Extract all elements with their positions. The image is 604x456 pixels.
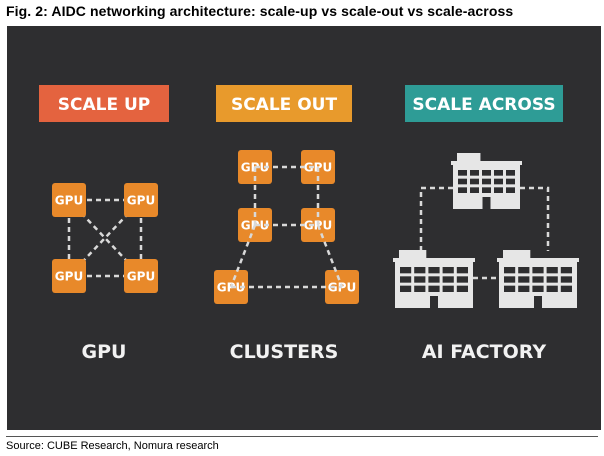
cluster-link (316, 224, 344, 288)
caption-clusters: CLUSTERS (230, 341, 339, 363)
gpu-chip-icon: GPU (124, 183, 158, 217)
building-link (419, 186, 453, 251)
building-link (520, 186, 550, 251)
footer-divider (6, 436, 598, 437)
badge-scale-across: SCALE ACROSS (405, 85, 563, 122)
badge-scale-up: SCALE UP (39, 85, 169, 122)
gpu-label: GPU (55, 270, 83, 284)
gpu-label: GPU (55, 194, 83, 208)
diagram-panel: SCALE UP SCALE OUT SCALE ACROSS GPU GPU GP… (7, 26, 601, 430)
gpu-chip-icon: GPU (52, 259, 86, 293)
gpu-chip-icon: GPU (124, 259, 158, 293)
badge-scale-up-label: SCALE UP (58, 95, 151, 115)
badge-scale-out-label: SCALE OUT (231, 95, 337, 115)
badge-scale-across-label: SCALE ACROSS (412, 95, 555, 115)
figure-title: Fig. 2: AIDC networking architecture: sc… (6, 3, 514, 19)
caption-gpu: GPU (82, 341, 127, 363)
gpu-chip-icon: GPU (52, 183, 86, 217)
cluster-link (229, 224, 257, 288)
source-note: Source: CUBE Research, Nomura research (6, 440, 219, 452)
gpu-label: GPU (127, 194, 155, 208)
building-network-links (419, 186, 550, 280)
badge-scale-out: SCALE OUT (216, 85, 352, 122)
building-icon (451, 153, 522, 209)
building-network-icon (393, 153, 579, 308)
gpu-cluster-icon (229, 165, 344, 289)
architecture-diagram: SCALE UP SCALE OUT SCALE ACROSS GPU GPU GP… (7, 26, 601, 430)
caption-ai-factory: AI FACTORY (422, 341, 547, 363)
building-icon (393, 250, 475, 308)
building-icon (497, 250, 579, 308)
gpu-label: GPU (127, 270, 155, 284)
